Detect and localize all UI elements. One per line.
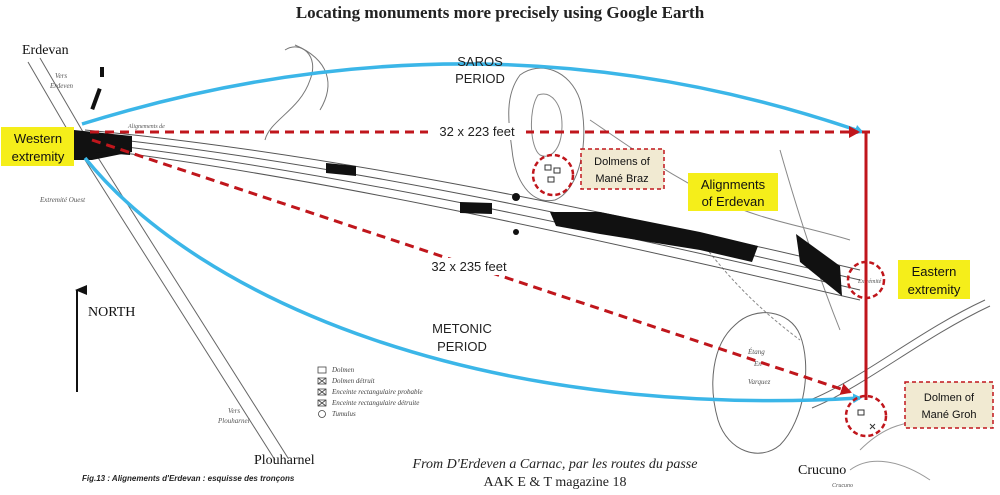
- dolmen-glyph: [869, 423, 876, 430]
- saros-label-2: PERIOD: [455, 71, 505, 86]
- legend-symbol-enceinte-detruite-icon: [317, 399, 327, 407]
- contour-north: [264, 46, 314, 141]
- crucuno-small-text: Crucuno: [832, 483, 853, 489]
- mane-braz-label-2: Mané Braz: [595, 173, 648, 185]
- stone-segment-main: [550, 212, 758, 262]
- place-plouharnel: Plouharnel: [254, 453, 315, 468]
- page-title: Locating monuments more precisely using …: [296, 3, 705, 22]
- road-to-plouharnel-edge: [39, 57, 289, 459]
- vers-erdeven-text-2: Erdeven: [49, 82, 74, 90]
- pond-etang: [712, 312, 807, 454]
- vers-plouharnel-text-2: Plouharnel: [217, 417, 250, 425]
- alignments-label-2: of Erdevan: [702, 194, 765, 209]
- source-caption-2: AAK E & T magazine 18: [484, 475, 627, 490]
- contour-north-2: [294, 44, 329, 111]
- distance-lower-label: 32 x 235 feet: [431, 259, 507, 274]
- figure-caption: Fig.13 : Alignements d'Erdevan : esquiss…: [82, 474, 295, 483]
- alignments-label-1: Alignments: [701, 177, 766, 192]
- dolmen-glyphs: [544, 164, 876, 430]
- metonic-arc: [83, 156, 862, 404]
- contour-hill-inner: [530, 93, 563, 157]
- mane-braz-box: [580, 148, 665, 190]
- saros-label-1: SAROS: [457, 54, 503, 69]
- dolmen-glyph: [553, 167, 561, 174]
- saros-arc: [81, 62, 864, 135]
- legend-entry: Tumulus: [332, 410, 356, 418]
- stone-segment: [326, 163, 356, 176]
- metonic-label-2: PERIOD: [437, 339, 487, 354]
- stone-point: [513, 229, 519, 235]
- vers-plouharnel-text-1: Vers: [228, 407, 240, 415]
- north-label: NORTH: [88, 305, 135, 320]
- road-diagonal-east: [779, 149, 841, 331]
- mane-braz-circle: [531, 153, 575, 197]
- stone-segment: [460, 202, 492, 214]
- legend-entry: Enceinte rectangulaire probable: [331, 388, 423, 396]
- distance-line-lower: [91, 138, 852, 395]
- legend-symbol-dolmen-detruit-icon: [317, 377, 327, 385]
- dolmen-glyph: [547, 176, 555, 183]
- alignements-de-text: Alignements de: [127, 124, 165, 130]
- alignment-line: [84, 141, 861, 291]
- legend-symbol-tumulus-icon: [318, 410, 326, 418]
- road-east: [809, 299, 986, 401]
- road-to-plouharnel: [27, 61, 276, 461]
- stone-segment-east: [796, 234, 842, 296]
- extremite-east-text: Extrémité: [857, 279, 882, 285]
- source-caption-1: From D'Erdeven a Carnac, par les routes …: [412, 457, 698, 472]
- etang-text-2: En: [753, 360, 762, 368]
- vers-erdeven-text-1: Vers: [55, 72, 67, 80]
- eastern-extremity-label-1: Eastern: [912, 264, 957, 279]
- western-extremity-label-1: Western: [14, 131, 62, 146]
- distance-lower-bg: [420, 258, 518, 275]
- etang-text-3: Varquez: [748, 378, 771, 386]
- stone-mark: [100, 67, 104, 77]
- sketch-labels: Vers Erdeven Alignements de Extremité Ou…: [39, 72, 882, 489]
- mane-groh-label-2: Mané Groh: [921, 409, 976, 421]
- etang-text-1: Étang: [747, 348, 765, 356]
- dolmen-glyph: [544, 164, 552, 171]
- place-erdevan: Erdevan: [22, 43, 69, 58]
- dolmen-glyph: [857, 409, 865, 416]
- stone-segments: [74, 67, 842, 296]
- legend-entry: Enceinte rectangulaire détruite: [331, 399, 419, 407]
- place-crucuno: Crucuno: [798, 463, 846, 478]
- legend-symbol-enceinte-icon: [317, 388, 327, 396]
- alignment-line: [84, 147, 861, 301]
- stone-point: [512, 193, 520, 201]
- track-se: [849, 460, 931, 481]
- stone-segment-west-2: [96, 145, 130, 155]
- mane-groh-label-1: Dolmen of: [924, 392, 975, 404]
- mane-braz-label-1: Dolmens of: [594, 156, 651, 168]
- road-diagonal-east-2: [699, 239, 801, 341]
- eastern-extremity-label-2: extremity: [908, 282, 961, 297]
- extremite-ouest-text: Extremité Ouest: [39, 196, 86, 204]
- legend-entry: Dolmen: [331, 366, 355, 374]
- distance-upper-bg: [428, 123, 526, 140]
- alignments-box: [688, 173, 778, 211]
- legend-symbol-dolmen-icon: [317, 366, 327, 374]
- stone-mark: [90, 87, 102, 111]
- western-extremity-label-2: extremity: [12, 149, 65, 164]
- metonic-label-1: METONIC: [432, 321, 492, 336]
- stone-segment-west: [74, 130, 132, 160]
- eastern-extremity-box: [898, 260, 970, 299]
- mane-groh-box: [904, 381, 994, 429]
- western-extremity-box: [1, 127, 74, 166]
- eastern-circle: [846, 260, 886, 300]
- distance-upper-label: 32 x 223 feet: [439, 124, 515, 139]
- mane-groh-circle: [844, 394, 888, 438]
- legend-entry: Dolmen détruit: [331, 377, 376, 385]
